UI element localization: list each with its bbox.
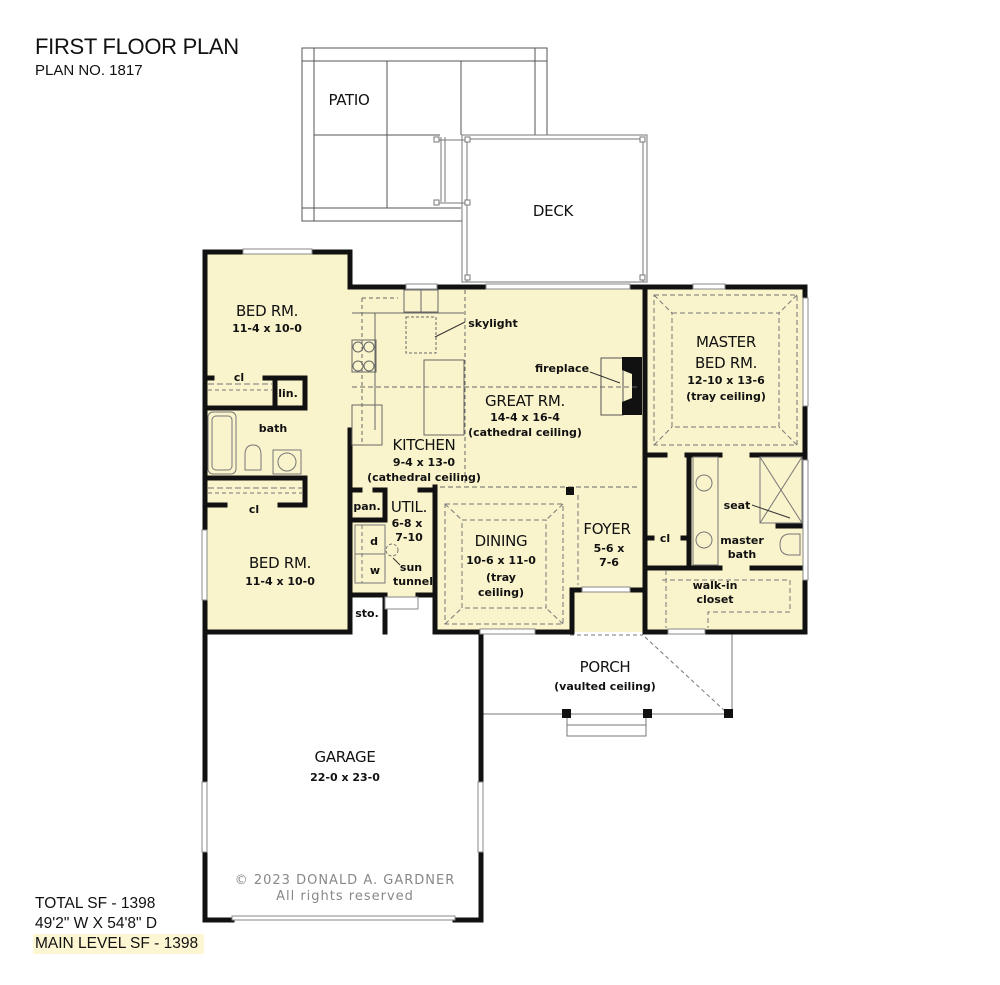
master-closet-label: cl: [660, 532, 670, 545]
master-bed-label-2: BED RM.: [695, 354, 757, 372]
windows: [201, 248, 809, 921]
dining-label: DINING: [475, 532, 528, 550]
plan-title: FIRST FLOOR PLAN: [35, 34, 239, 59]
walls: [202, 249, 808, 923]
master-bath-label-2: bath: [728, 548, 756, 561]
closet2-label: cl: [249, 503, 259, 516]
dining-ceiling-2: ceiling): [478, 586, 524, 599]
kitchen-ceiling: (cathedral ceiling): [367, 471, 481, 484]
dining-ceiling-1: (tray: [486, 571, 516, 584]
deck: [433, 134, 648, 283]
main-level-sf: MAIN LEVEL SF - 1398: [33, 934, 205, 954]
kitchen-size: 9-4 x 13-0: [393, 456, 456, 469]
bed2-label: BED RM.: [249, 554, 311, 572]
porch: [481, 632, 733, 737]
dryer-label: d: [370, 535, 378, 548]
deck-label: DECK: [533, 202, 575, 220]
plan-number: PLAN NO. 1817: [35, 62, 143, 79]
utility-size-2: 7-10: [395, 531, 423, 544]
porch-ceiling: (vaulted ceiling): [554, 680, 656, 693]
master-bath-label-1: master: [720, 534, 764, 547]
great-room-ceiling: (cathedral ceiling): [468, 426, 582, 439]
walkin-closet-label-1: walk-in: [693, 579, 738, 592]
linen-label: lin.: [278, 387, 298, 400]
storage-label: sto.: [355, 607, 379, 620]
great-room-size: 14-4 x 16-4: [490, 411, 560, 424]
overall-dimensions: 49'2" W X 54'8" D: [35, 915, 158, 932]
copyright-line-2: All rights reserved: [276, 889, 414, 904]
porch-posts: [562, 709, 733, 718]
garage-size: 22-0 x 23-0: [310, 771, 380, 784]
kitchen-label: KITCHEN: [393, 436, 456, 454]
fireplace-note: fireplace: [535, 362, 589, 375]
garage: [205, 632, 481, 920]
patio-label: PATIO: [328, 91, 369, 109]
column: [566, 487, 574, 495]
bath-label: bath: [259, 422, 287, 435]
porch-label: PORCH: [580, 658, 631, 676]
walkin-closet-label-2: closet: [696, 593, 733, 606]
garage-label: GARAGE: [315, 748, 376, 766]
skylight-note: skylight: [468, 317, 518, 330]
sun-tunnel-label-1: sun: [400, 561, 422, 574]
copyright-line-1: © 2023 DONALD A. GARDNER: [235, 873, 456, 888]
foyer-label: FOYER: [583, 520, 630, 538]
bed1-label: BED RM.: [236, 302, 298, 320]
master-bath-fixtures: [692, 456, 803, 566]
utility-label: UTIL.: [391, 498, 427, 516]
washer-label: w: [370, 564, 380, 577]
kitchen-fixtures: [351, 289, 640, 488]
utility-fixtures: [354, 524, 401, 584]
master-bed-ceiling: (tray ceiling): [686, 390, 766, 403]
tray-ceilings: [444, 294, 798, 628]
bed1-size: 11-4 x 10-0: [232, 322, 302, 335]
dining-size: 10-6 x 11-0: [466, 554, 536, 567]
sun-tunnel-label-2: tunnel: [393, 575, 433, 588]
great-room-label: GREAT RM.: [485, 392, 565, 410]
foyer-size-1: 5-6 x: [594, 542, 625, 555]
pantry-label: pan.: [353, 500, 380, 513]
closet1-label: cl: [234, 371, 244, 384]
bed2-size: 11-4 x 10-0: [245, 575, 315, 588]
seat-label: seat: [724, 499, 751, 512]
total-sf: TOTAL SF - 1398: [35, 895, 156, 912]
plan-stats: TOTAL SF - 1398 49'2" W X 54'8" D MAIN L…: [33, 894, 205, 954]
bath-fixtures: [207, 383, 302, 494]
master-bed-label-1: MASTER: [696, 333, 756, 351]
master-bed-size: 12-10 x 13-6: [687, 374, 765, 387]
foyer-size-2: 7-6: [599, 556, 619, 569]
utility-size-1: 6-8 x: [392, 517, 423, 530]
room-labels: BED RM. 11-4 x 10-0 cl lin. bath cl BED …: [232, 302, 766, 904]
